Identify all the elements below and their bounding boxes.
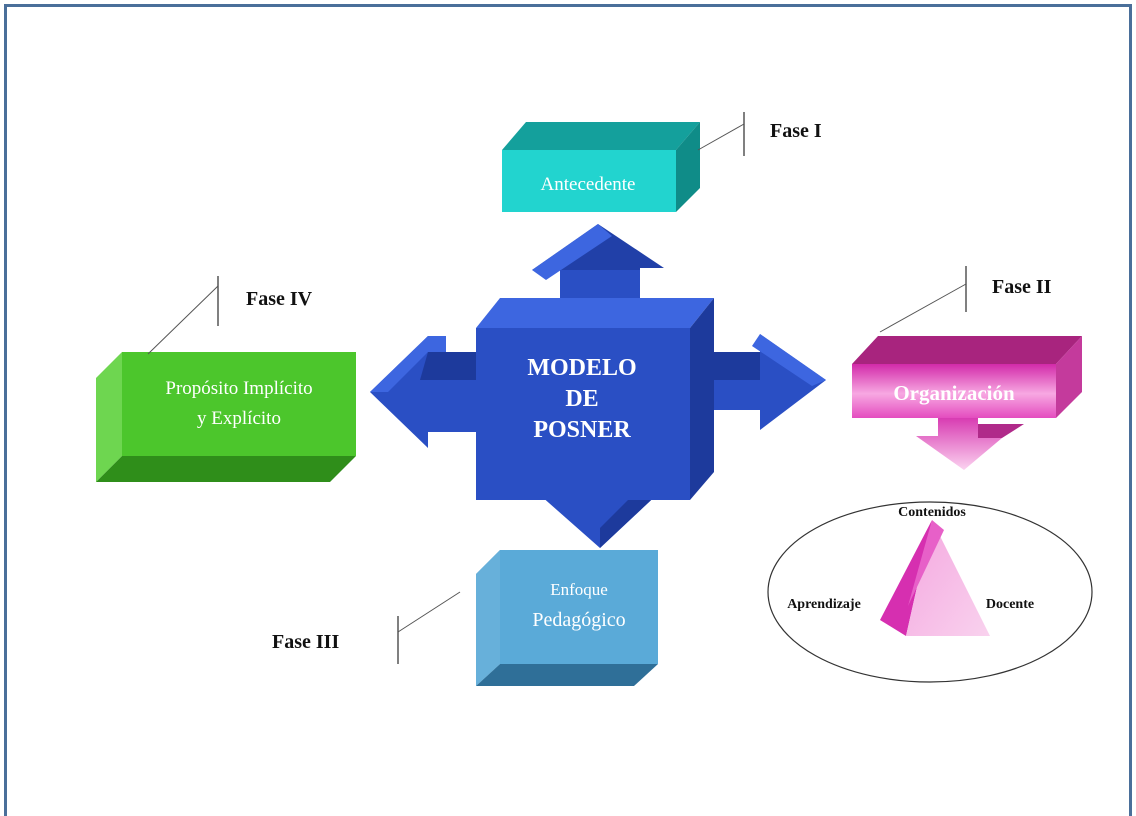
fase2-callout: Fase II	[879, 266, 1052, 333]
center-label-line2: DE	[565, 386, 598, 412]
organizacion-label: Organización	[893, 381, 1015, 405]
center-label-line1: MODELO	[527, 355, 636, 381]
antecedente-label: Antecedente	[541, 174, 636, 195]
proposito-box: Propósito Implícito y Explícito	[96, 352, 356, 482]
center-cube-front	[476, 328, 690, 500]
arrow-up	[532, 224, 664, 300]
proposito-label-line1: Propósito Implícito	[165, 378, 312, 399]
triangle-diagram: Contenidos Aprendizaje Docente	[767, 501, 1093, 683]
fase3-label: Fase III	[272, 631, 339, 653]
triangle-label-right: Docente	[986, 597, 1034, 612]
center-cross: MODELO DE POSNER	[370, 224, 826, 548]
enfoque-label-line2: Pedagógico	[532, 609, 625, 631]
enfoque-box: Enfoque Pedagógico	[476, 550, 658, 686]
proposito-label-line2: y Explícito	[197, 408, 281, 429]
triangle-label-left: Aprendizaje	[787, 597, 861, 612]
triangle-label-top: Contenidos	[898, 505, 966, 520]
fase1-label: Fase I	[770, 120, 822, 142]
center-cube-top	[476, 298, 714, 328]
fase4-callout: Fase IV	[147, 276, 313, 355]
fase3-callout: Fase III	[272, 591, 461, 664]
fase1-callout: Fase I	[697, 112, 822, 156]
fase4-label: Fase IV	[246, 288, 313, 310]
center-label-line3: POSNER	[533, 417, 631, 443]
arrow-left	[370, 336, 476, 448]
center-cube-side	[690, 298, 714, 500]
organizacion-box: Organización	[852, 336, 1082, 418]
enfoque-label-line1: Enfoque	[550, 580, 608, 599]
arrow-down-pink	[916, 418, 1024, 470]
antecedente-box: Antecedente	[502, 122, 700, 212]
fase2-label: Fase II	[992, 276, 1052, 298]
